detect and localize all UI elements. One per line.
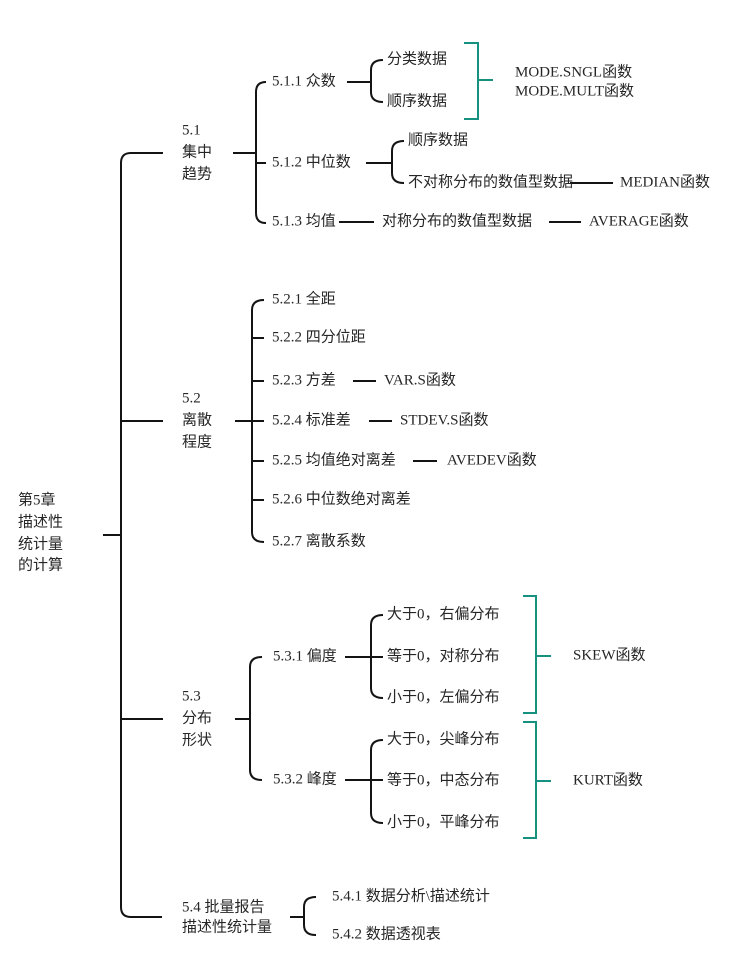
function-stdev-s: STDEV.S函数 — [400, 412, 489, 429]
node-5-2-5: 5.2.5 均值绝对离差 — [272, 452, 396, 469]
node-5-3-2: 5.3.2 峰度 — [273, 771, 337, 788]
branch-5-2-line-3: 程度 — [182, 434, 213, 451]
root-line-3: 统计量 — [18, 536, 64, 553]
branch-5-1-line-3: 趋势 — [182, 166, 213, 183]
branch-5-1-line-2: 集中 — [182, 144, 213, 161]
branch-5-3-line-3: 形状 — [182, 732, 213, 749]
node-5-2-2: 5.2.2 四分位距 — [272, 329, 366, 346]
branch-5-3-line-2: 分布 — [182, 710, 213, 727]
branch-5-4-line-1: 5.4 批量报告 — [182, 899, 265, 916]
function-mode-mult: MODE.MULT函数 — [515, 83, 635, 100]
root-line-1: 第5章 — [18, 492, 56, 509]
node-5-1-3: 5.1.3 均值 — [272, 213, 336, 230]
root-line-4: 的计算 — [18, 557, 64, 574]
branch-5-4-line-2: 描述性统计量 — [182, 919, 273, 936]
node-5-4-1: 5.4.1 数据分析\描述统计 — [332, 888, 490, 905]
function-avedev: AVEDEV函数 — [447, 452, 537, 469]
node-5-2-3: 5.2.3 方差 — [272, 372, 336, 389]
skew-case-zero: 等于0，对称分布 — [387, 648, 500, 665]
node-5-1-1: 5.1.1 众数 — [272, 73, 336, 90]
branch-5-3-line-1: 5.3 — [182, 688, 201, 705]
node-5-1-2: 5.1.2 中位数 — [272, 154, 351, 171]
skew-case-positive: 大于0，右偏分布 — [387, 606, 500, 623]
kurt-case-zero: 等于0，中态分布 — [387, 772, 500, 789]
node-5-4-2: 5.4.2 数据透视表 — [332, 926, 441, 943]
node-5-2-1: 5.2.1 全距 — [272, 291, 336, 308]
function-var-s: VAR.S函数 — [384, 372, 456, 389]
node-asymmetric-numeric-data: 不对称分布的数值型数据 — [408, 174, 574, 191]
root-line-2: 描述性 — [18, 514, 64, 531]
function-kurt: KURT函数 — [573, 772, 643, 789]
node-5-3-1: 5.3.1 偏度 — [273, 648, 337, 665]
kurt-case-positive: 大于0，尖峰分布 — [387, 731, 500, 748]
node-categorical-data: 分类数据 — [387, 51, 448, 68]
function-median: MEDIAN函数 — [620, 174, 710, 191]
kurt-bracket — [523, 721, 551, 839]
mode-bracket — [464, 42, 493, 120]
function-mode-sngl: MODE.SNGL函数 — [515, 64, 633, 81]
kurt-case-negative: 小于0，平峰分布 — [387, 814, 500, 831]
function-skew: SKEW函数 — [573, 647, 646, 664]
branch-5-2-line-1: 5.2 — [182, 390, 201, 407]
node-symmetric-numeric-data: 对称分布的数值型数据 — [382, 213, 533, 230]
node-5-2-7: 5.2.7 离散系数 — [272, 533, 366, 550]
node-5-2-4: 5.2.4 标准差 — [272, 412, 351, 429]
node-ordinal-data-2: 顺序数据 — [408, 132, 469, 149]
skew-case-negative: 小于0，左偏分布 — [387, 689, 500, 706]
function-average: AVERAGE函数 — [589, 213, 689, 230]
node-5-2-6: 5.2.6 中位数绝对离差 — [272, 491, 411, 508]
node-ordinal-data-1: 顺序数据 — [387, 93, 448, 110]
branch-5-1-line-1: 5.1 — [182, 122, 201, 139]
branch-5-2-line-2: 离散 — [182, 412, 213, 429]
skew-bracket — [523, 595, 551, 714]
